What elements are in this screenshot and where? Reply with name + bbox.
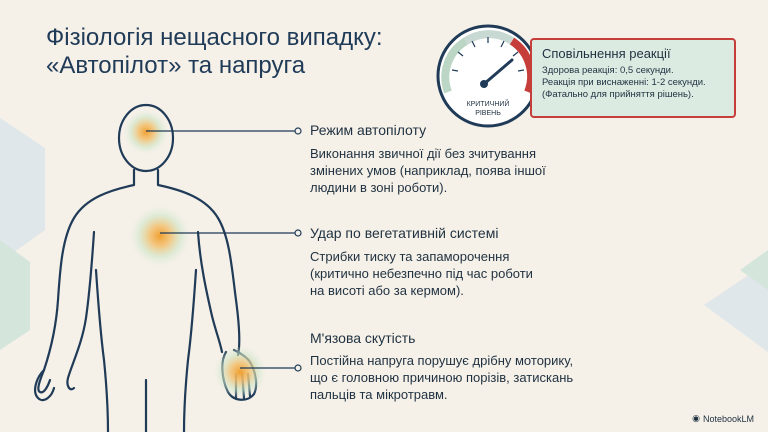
gauge-label-2: РІВЕНЬ — [475, 110, 501, 117]
connectors — [146, 127, 302, 372]
desc-line: людини в зоні роботи). — [310, 180, 448, 195]
desc-line: Стрибки тиску та запаморочення — [310, 249, 510, 264]
brand-watermark: ◉ NotebookLM — [692, 413, 754, 424]
page-title: Фізіологія нещасного випадку: «Автопілот… — [46, 24, 383, 80]
desc-line: на висоті або за кермом). — [310, 283, 464, 298]
desc-line: (критично небезпечно під час роботи — [310, 266, 533, 281]
item-desc-vegetative: Стрибки тиску та запаморочення (критично… — [310, 248, 533, 299]
item-label-muscle: М'язова скутість — [310, 330, 416, 346]
hotspot-chest — [130, 206, 190, 266]
item-desc-muscle: Постійна напруга порушує дрібну моторику… — [310, 352, 573, 403]
bg-shape-left — [0, 118, 45, 262]
bg-shape-right-2 — [740, 250, 768, 290]
human-body-figure — [34, 103, 258, 432]
reaction-panel-line: Реакція при виснаженні: 1-2 секунди. — [542, 77, 706, 88]
notebooklm-icon: ◉ — [692, 413, 700, 423]
reaction-panel-title: Сповільнення реакції — [542, 46, 671, 61]
page-title-line2: «Автопілот» та напруга — [46, 52, 306, 79]
speedometer-icon: КРИТИЧНИЙ РІВЕНЬ — [436, 24, 540, 128]
desc-line: що є головною причиною порізів, затискан… — [310, 370, 574, 385]
gauge-label-1: КРИТИЧНИЙ — [467, 99, 510, 108]
reaction-panel-line: (Фатально для прийняття рішень). — [542, 89, 694, 100]
reaction-panel: Сповільнення реакції Здорова реакція: 0,… — [530, 38, 736, 118]
hotspot-head — [124, 110, 168, 154]
bg-shape-right — [704, 262, 768, 352]
item-label-vegetative: Удар по вегетативній системі — [310, 225, 499, 241]
item-label-autopilot: Режим автопілоту — [310, 122, 427, 138]
desc-line: Постійна напруга порушує дрібну моторику… — [310, 353, 574, 368]
desc-line: Виконання звичної дії без зчитування — [310, 146, 537, 161]
reaction-panel-line: Здорова реакція: 0,5 секунди. — [542, 65, 674, 76]
hotspot-hand — [214, 346, 266, 398]
desc-line: пальців та мікротравм. — [310, 387, 448, 402]
item-desc-autopilot: Виконання звичної дії без зчитування змі… — [310, 145, 546, 196]
desc-line: змінених умов (наприклад, поява іншої — [310, 163, 546, 178]
bg-shape-left-2 — [0, 240, 30, 350]
page-title-line1: Фізіологія нещасного випадку: — [46, 24, 383, 51]
brand-label: NotebookLM — [702, 413, 754, 424]
